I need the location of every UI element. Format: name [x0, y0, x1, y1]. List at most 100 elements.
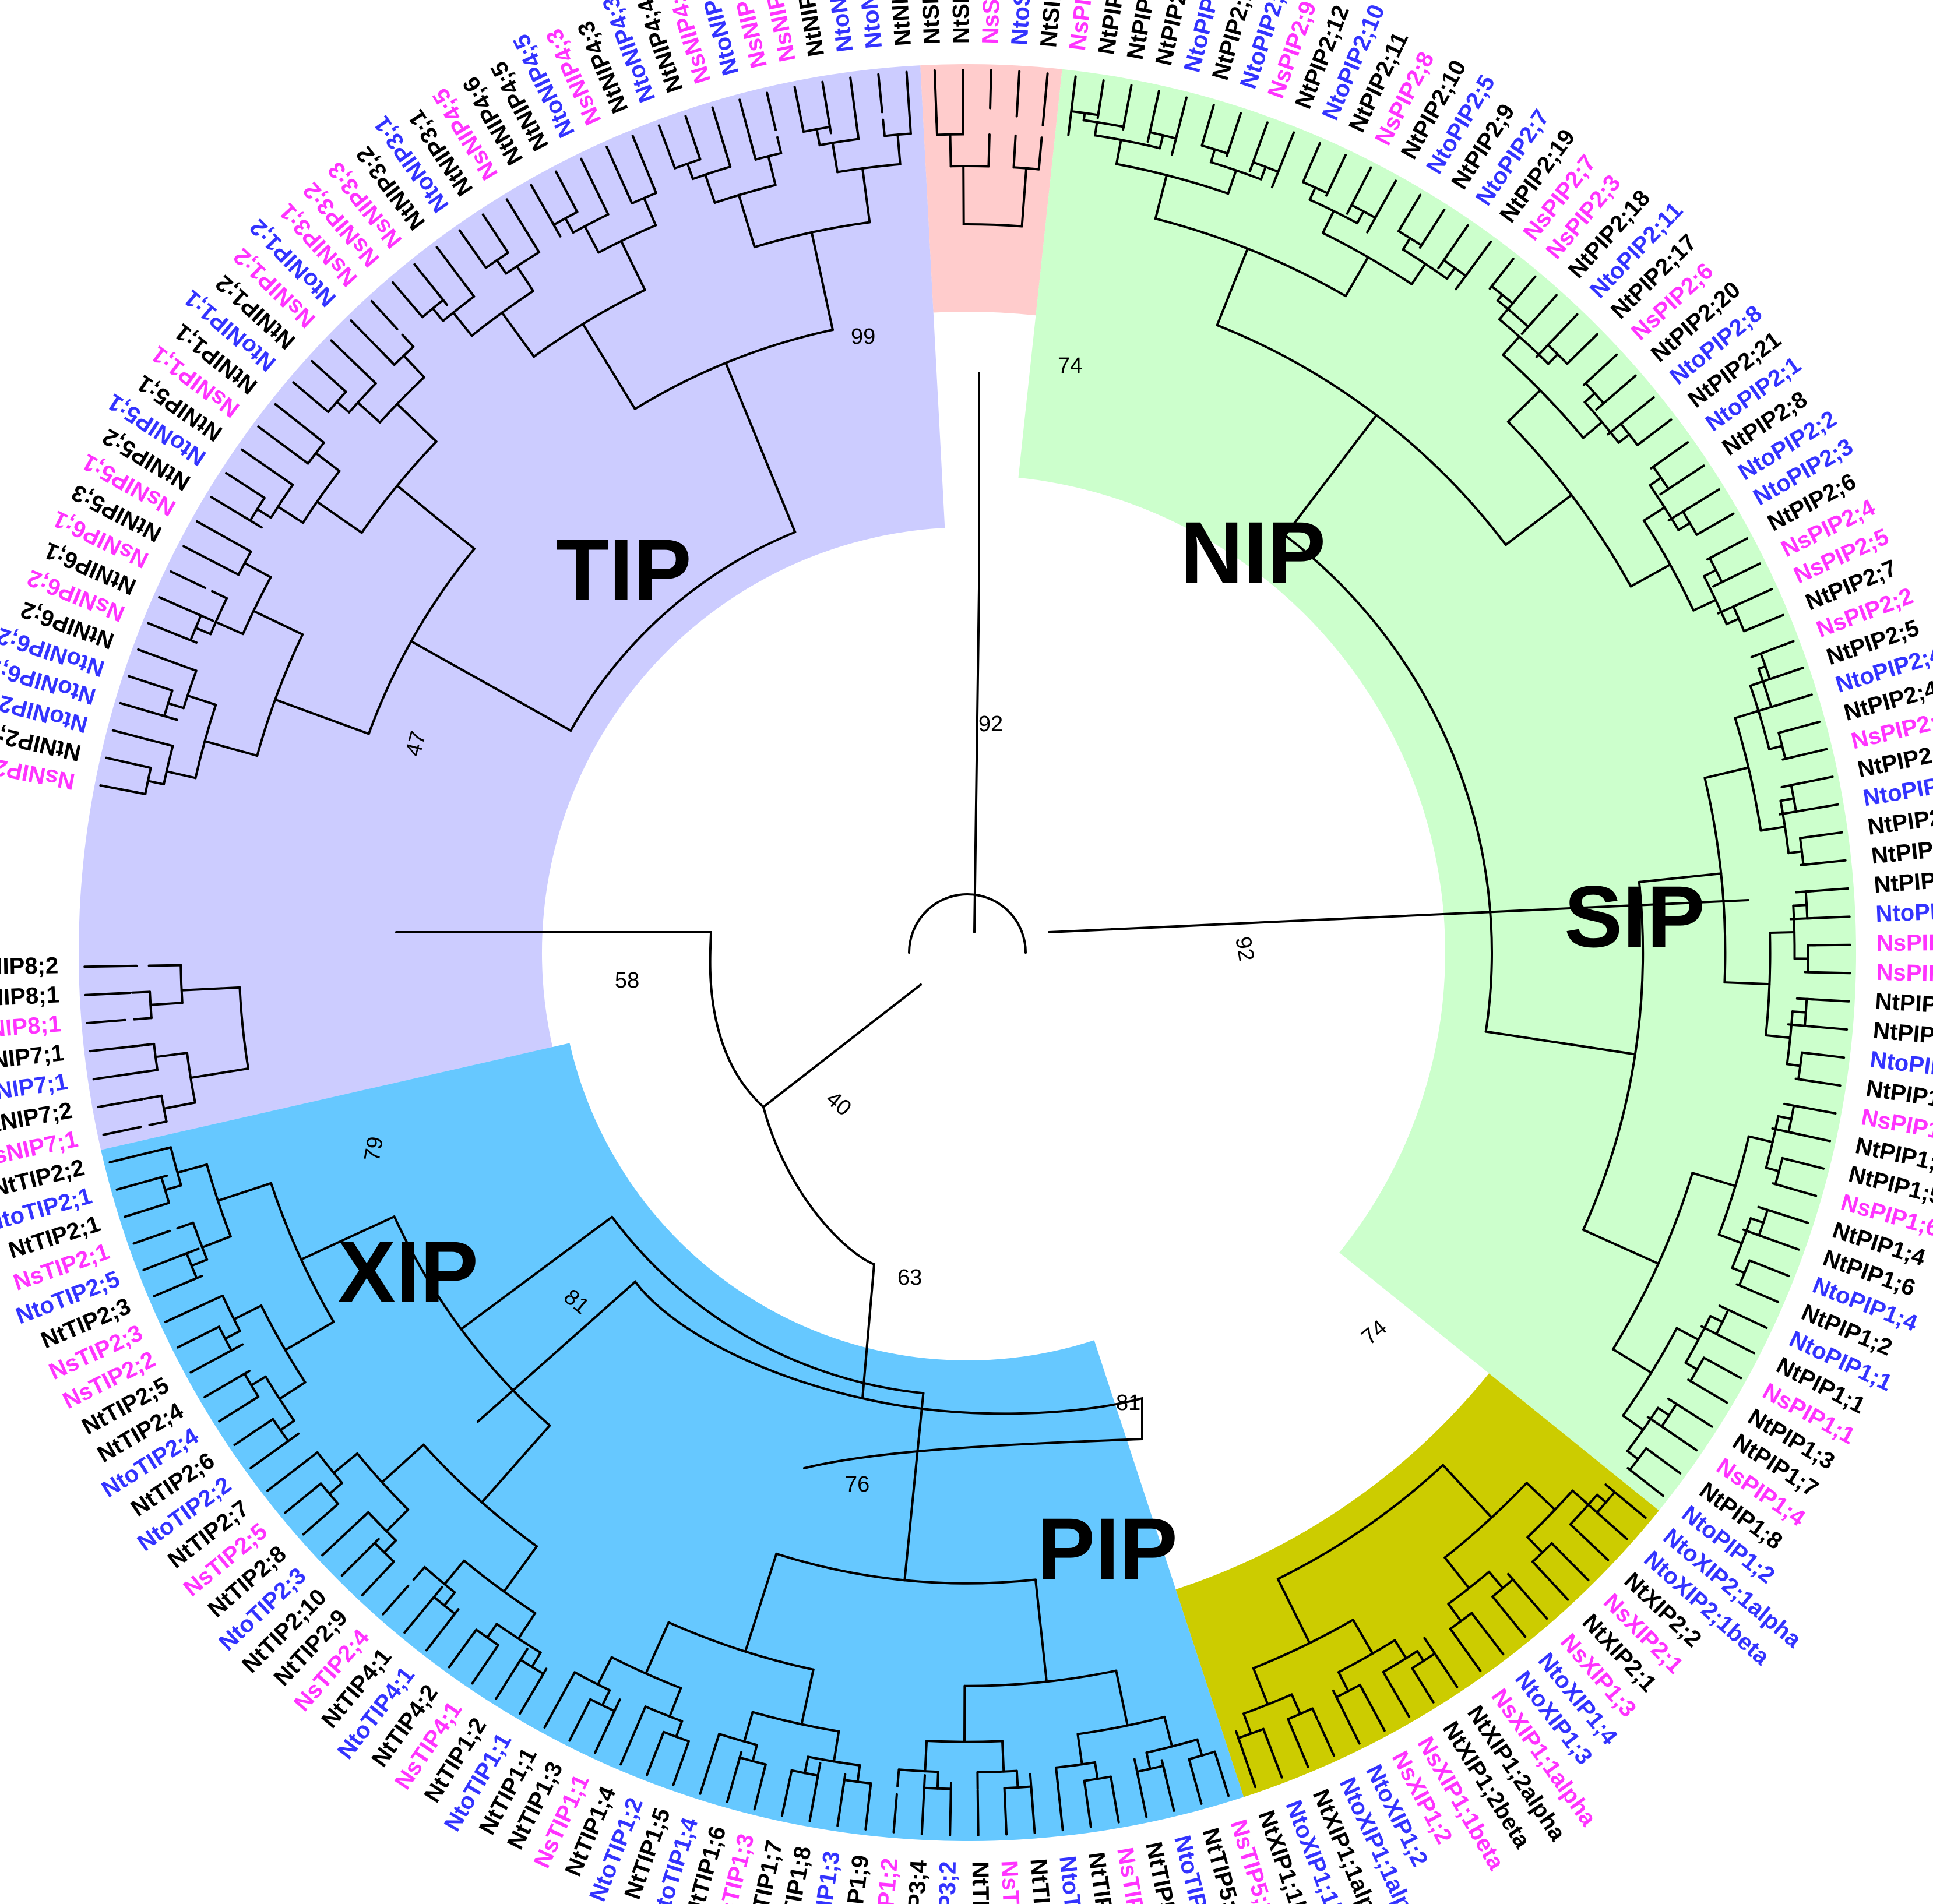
tip-branch-stem [427, 1596, 435, 1606]
tip-branch-stem [762, 1763, 767, 1775]
pip-branch-stem [1781, 1156, 1791, 1161]
tip-branch-stem [668, 1687, 682, 1718]
leaf-branch [1535, 313, 1579, 358]
xip-branch-stem [1531, 1560, 1542, 1572]
leaf-branch [1607, 396, 1655, 436]
xip-branch-stem [1382, 1670, 1390, 1683]
tip-branch-stem [1162, 1764, 1167, 1776]
pip-branch-stem [1227, 169, 1238, 195]
tip-branch-stem [152, 1176, 163, 1181]
pip-branch-arc [1154, 217, 1347, 298]
leaf-branch [1366, 179, 1397, 234]
pip-branch-stem [1677, 521, 1691, 531]
bootstrap-92-sip: 92 [1230, 935, 1259, 963]
pip-branch-stem [1259, 165, 1267, 181]
nip-branch-stem [600, 199, 610, 216]
pip-branch-stem [1657, 1406, 1671, 1417]
pip-branch-stem [1498, 308, 1509, 320]
leaf-label: NtoSIP2;1 [1007, 0, 1039, 46]
tip-branch-stem [736, 1756, 741, 1768]
pip-branch-stem [1695, 530, 1705, 536]
leaf-label: NtPIP1;10 [1875, 989, 1933, 1020]
nip-branch-stem [156, 741, 174, 748]
pip-branch-arc [1734, 717, 1762, 832]
nip-branch-stem [211, 590, 228, 600]
tip-branch-stem [1145, 1751, 1152, 1770]
bootstrap-74-pip: 74 [1357, 1316, 1392, 1350]
pip-branch-stem [1226, 145, 1231, 155]
leaf-branch [1455, 241, 1492, 291]
nip-branch-stem [214, 620, 244, 636]
nip-branch-stem [502, 244, 509, 254]
pip-branch-stem [1749, 680, 1765, 687]
tip-branch-stem [443, 1559, 466, 1586]
leaf-branch [1399, 193, 1422, 229]
tip-branch-stem [412, 1565, 426, 1581]
pip-branch-arc [1506, 420, 1632, 588]
nip-branch-stem [529, 237, 541, 253]
tip-branch-stem [517, 1612, 537, 1640]
tip-branch-arc [260, 1304, 307, 1384]
pip-branch-stem [1511, 299, 1517, 305]
pip-branch-stem [1622, 1414, 1645, 1431]
leaf-branch [164, 1302, 207, 1323]
leaf-branch [403, 1586, 443, 1634]
pip-branch-stem [1115, 139, 1122, 165]
pip-branch-arc [1642, 519, 1695, 612]
leaf-branch [99, 784, 139, 794]
leaf-branch [672, 1748, 688, 1786]
tip-branch-stem [675, 1720, 684, 1738]
leaf-branch [1747, 613, 1784, 631]
leaf-branch [233, 1422, 267, 1446]
pip-branch-stem [1216, 247, 1249, 327]
pip-branch-stem [1645, 1447, 1653, 1454]
pip-branch-stem [1767, 745, 1784, 750]
pip-branch-stem [1629, 563, 1671, 588]
pip-branch-stem [1070, 106, 1073, 112]
pip-branch-stem [1793, 1104, 1802, 1109]
tip-branch-stem [601, 1689, 611, 1706]
pip-branch-stem [1326, 185, 1332, 195]
nip-branch-stem [252, 609, 304, 636]
pip-branch-stem [1777, 729, 1787, 734]
pip-branch-stem [1784, 756, 1794, 760]
pip-branch-stem [1731, 1267, 1746, 1274]
backbone-58 [395, 931, 765, 1108]
tip-branch-arc [270, 1182, 335, 1323]
nip-branch-stem [278, 474, 294, 486]
pip-branch-stem [1583, 392, 1596, 404]
leaf-label: NsTIP1;2 [869, 1857, 903, 1904]
pip-branch-stem [1397, 224, 1404, 232]
leaf-label: NsPIP1;2 [1876, 930, 1933, 957]
nip-branch-stem [180, 986, 241, 992]
pip-branch-stem [1446, 266, 1456, 280]
bootstrap-74-nip: 74 [1058, 354, 1082, 378]
leaf-branch [1004, 1795, 1008, 1836]
tip-branch-stem [264, 1418, 274, 1426]
nip-branch-arc [753, 221, 871, 249]
pip-branch-stem [1732, 602, 1741, 608]
xip-branch-stem [1442, 1464, 1493, 1519]
tree-branches [83, 69, 1851, 1836]
nip-branch-stem [810, 231, 834, 332]
xip-branch-stem [1569, 1523, 1580, 1534]
pip-branch-stem [1154, 174, 1168, 220]
tip-branch-arc [925, 1740, 1004, 1743]
pip-branch-stem [1626, 1450, 1639, 1461]
nip-branch-stem [827, 117, 832, 128]
xip-branch-stem [1242, 1712, 1252, 1735]
tip-branch-stem [645, 1621, 670, 1675]
leaf-branch [302, 1508, 333, 1536]
xip-branch-stem [1525, 1482, 1557, 1511]
pip-branch-stem [1691, 1172, 1737, 1187]
leaf-label: NtNIP8;1 [0, 982, 60, 1012]
tip-branch-stem [470, 1628, 478, 1638]
pip-branch-stem [1159, 134, 1164, 150]
nip-branch-stem [223, 566, 240, 576]
pip-branch-stem [1689, 1380, 1698, 1386]
pip-branch-stem [1692, 598, 1717, 612]
pip-branch-stem [1681, 506, 1691, 513]
pip-branch-stem [1766, 1208, 1776, 1214]
tip-branch-arc [751, 1711, 840, 1733]
xip-branch-stem [1596, 1493, 1607, 1504]
